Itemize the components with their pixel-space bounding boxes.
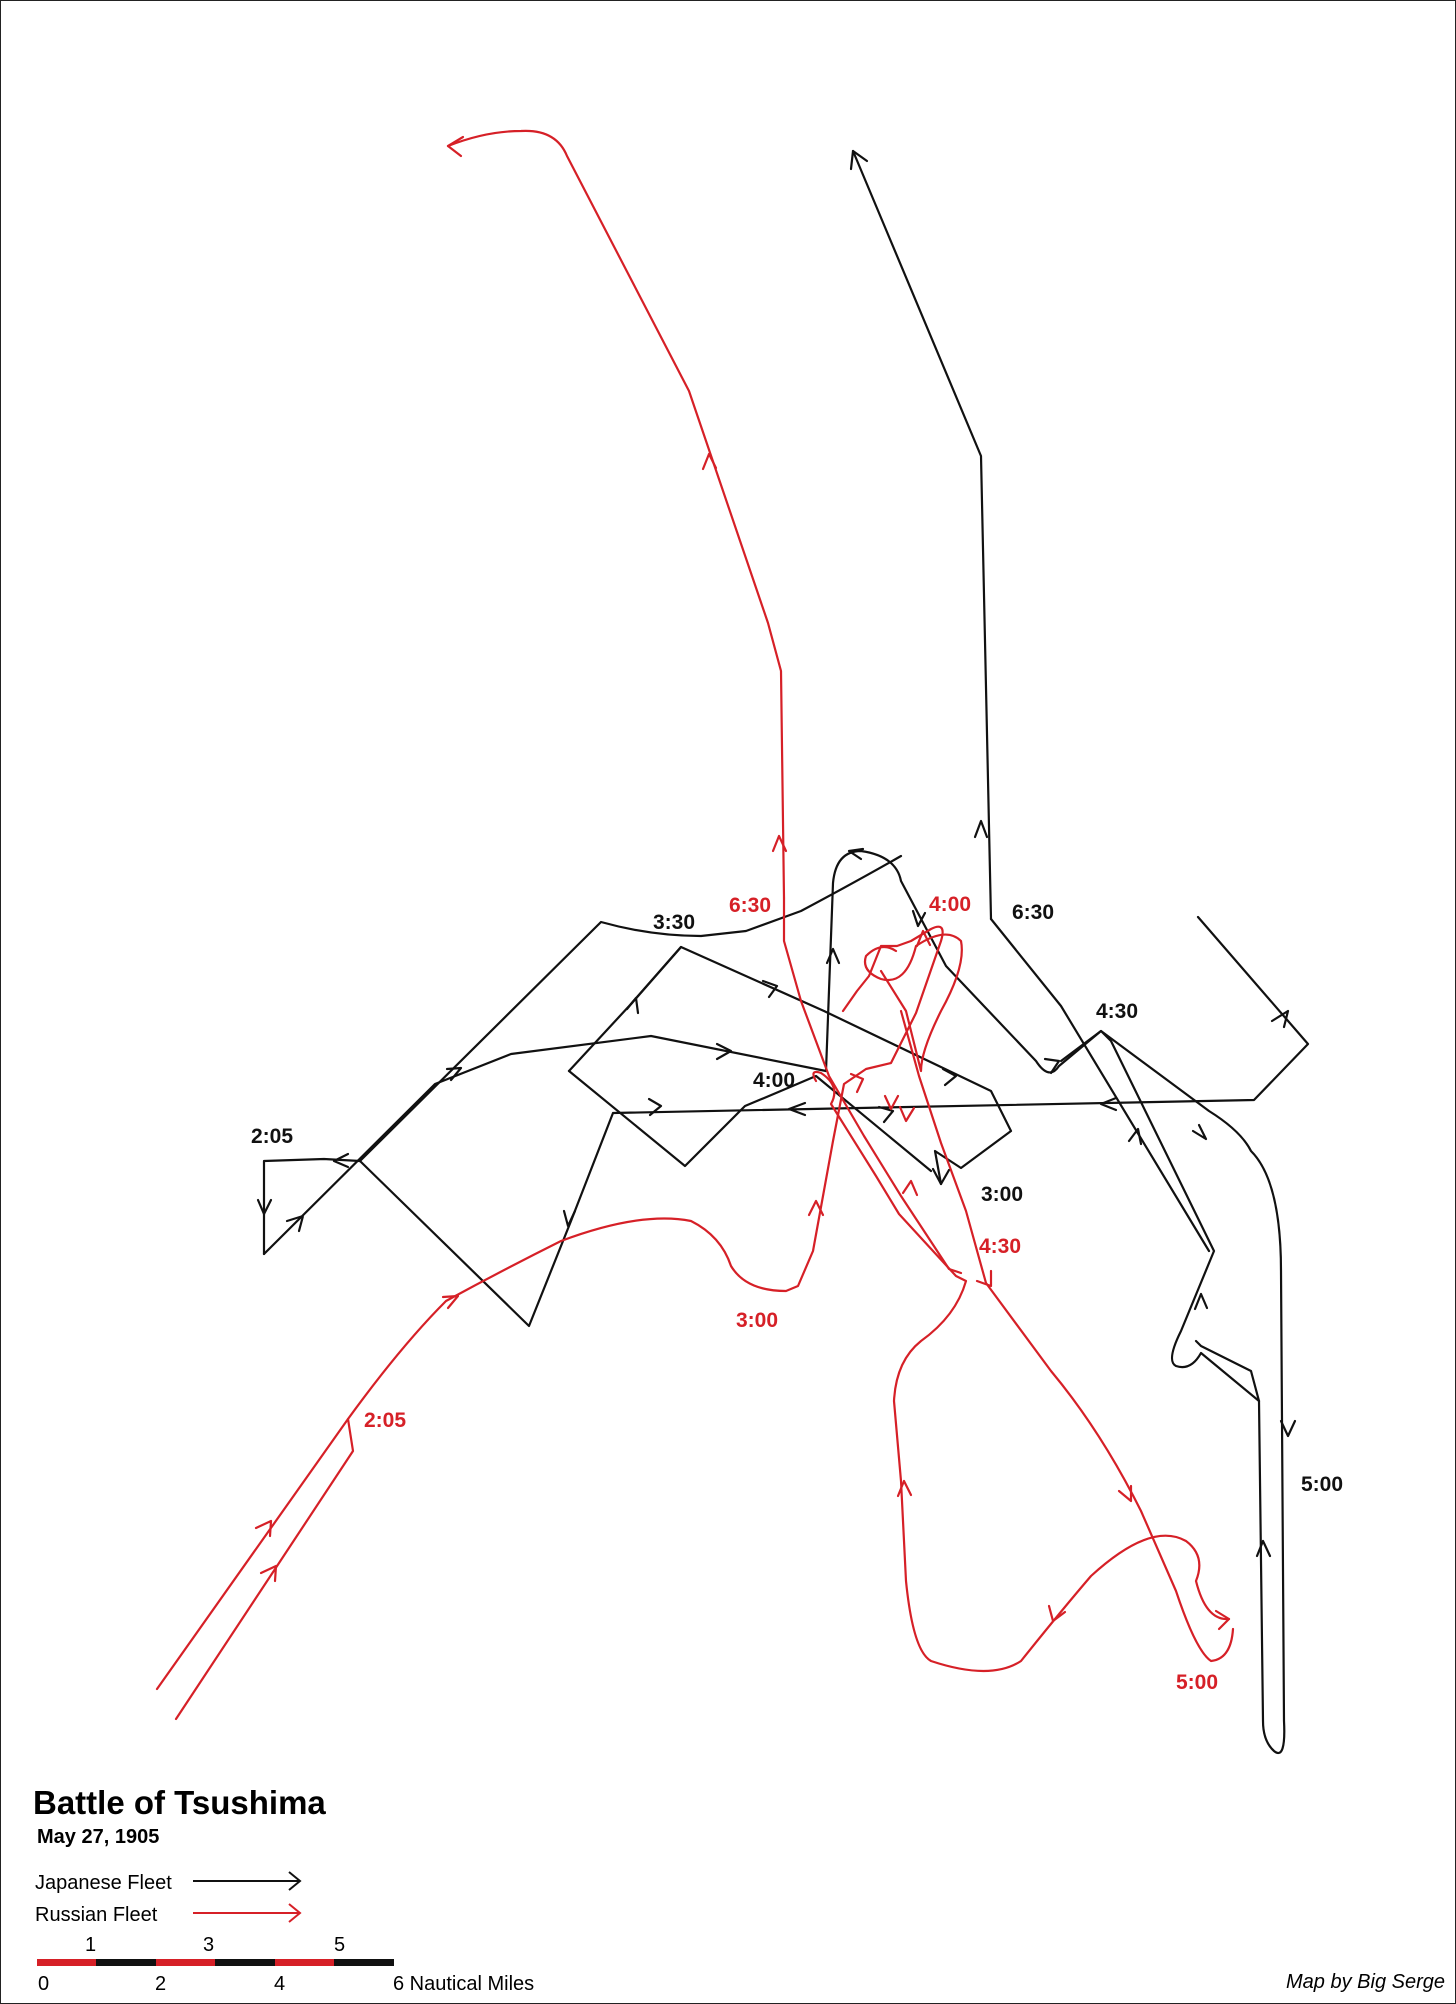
map-title: Battle of Tsushima bbox=[33, 1784, 326, 1821]
japanese-track-loop-north bbox=[824, 849, 1286, 1754]
jp-label-205: 2:05 bbox=[251, 1125, 293, 1148]
ru-label-430: 4:30 bbox=[979, 1235, 1021, 1258]
russian-track-north bbox=[446, 129, 786, 900]
japanese-time-labels: 2:05 3:00 3:30 4:00 4:30 5:00 6:30 bbox=[251, 901, 1343, 1496]
scale-seg-3 bbox=[156, 1959, 215, 1966]
scale-tick-1: 1 bbox=[85, 1934, 96, 1956]
scale-seg-2 bbox=[96, 1959, 156, 1966]
scale-tick-2: 2 bbox=[155, 1973, 166, 1995]
japanese-track-north-box bbox=[567, 945, 1013, 1186]
scale-tick-0: 0 bbox=[38, 1973, 49, 1995]
ru-label-300: 3:00 bbox=[736, 1309, 778, 1332]
scale-tick-5: 5 bbox=[334, 1934, 345, 1956]
map-credit: Map by Big Serge bbox=[1286, 1971, 1445, 1993]
japanese-track-east-loop bbox=[358, 854, 1310, 1328]
japanese-fleet-tracks bbox=[256, 149, 1310, 1754]
scale-unit-label: 6 Nautical Miles bbox=[393, 1973, 534, 1995]
japanese-arrowheads bbox=[256, 149, 1297, 1558]
japanese-track-northwest bbox=[262, 1034, 828, 1256]
legend-russian-label: Russian Fleet bbox=[35, 1904, 158, 1926]
scale-tick-3: 3 bbox=[203, 1934, 214, 1956]
japanese-track-west bbox=[262, 1157, 362, 1256]
russian-time-labels: 2:05 3:00 4:00 4:30 5:00 6:30 bbox=[364, 893, 1218, 1694]
ru-label-205: 2:05 bbox=[364, 1409, 406, 1432]
russian-arrowheads bbox=[254, 135, 1231, 1631]
russian-track-approach-b bbox=[174, 1417, 355, 1721]
map-date: May 27, 1905 bbox=[37, 1826, 159, 1848]
legend-japanese-label: Japanese Fleet bbox=[35, 1872, 172, 1894]
legend-russian-arrow bbox=[193, 1903, 302, 1923]
russian-track-north-lower bbox=[782, 896, 963, 1275]
jp-label-430: 4:30 bbox=[1096, 1000, 1138, 1023]
ru-label-630: 6:30 bbox=[729, 894, 771, 917]
jp-label-300: 3:00 bbox=[981, 1183, 1023, 1206]
legend: Japanese Fleet Russian Fleet bbox=[35, 1871, 302, 1926]
scale-bar: 1 3 5 0 2 4 6 Nautical Miles bbox=[37, 1934, 534, 1995]
russian-fleet-tracks bbox=[155, 129, 1235, 1721]
scale-seg-4 bbox=[215, 1959, 275, 1966]
japanese-track-south-turn bbox=[1059, 1029, 1261, 1403]
scale-tick-4: 4 bbox=[274, 1973, 285, 1995]
japanese-track-330 bbox=[629, 945, 683, 1006]
scale-seg-6 bbox=[334, 1959, 394, 1966]
ru-label-500: 5:00 bbox=[1176, 1671, 1218, 1694]
japanese-track-630-south bbox=[989, 917, 1211, 1253]
scale-seg-1 bbox=[37, 1959, 96, 1966]
russian-track-430-course bbox=[899, 1009, 1235, 1663]
jp-label-500: 5:00 bbox=[1301, 1473, 1343, 1496]
ru-label-400: 4:00 bbox=[929, 893, 971, 916]
jp-label-630: 6:30 bbox=[1012, 901, 1054, 924]
legend-japanese-arrow bbox=[193, 1871, 302, 1891]
jp-label-400: 4:00 bbox=[753, 1069, 795, 1092]
scale-seg-5 bbox=[275, 1959, 334, 1966]
russian-track-central-loop bbox=[812, 1070, 1231, 1673]
japanese-track-630-north bbox=[851, 149, 993, 921]
russian-track-approach-a bbox=[155, 925, 944, 1691]
russian-track-400-spiral bbox=[863, 933, 963, 1073]
jp-label-330: 3:30 bbox=[653, 911, 695, 934]
